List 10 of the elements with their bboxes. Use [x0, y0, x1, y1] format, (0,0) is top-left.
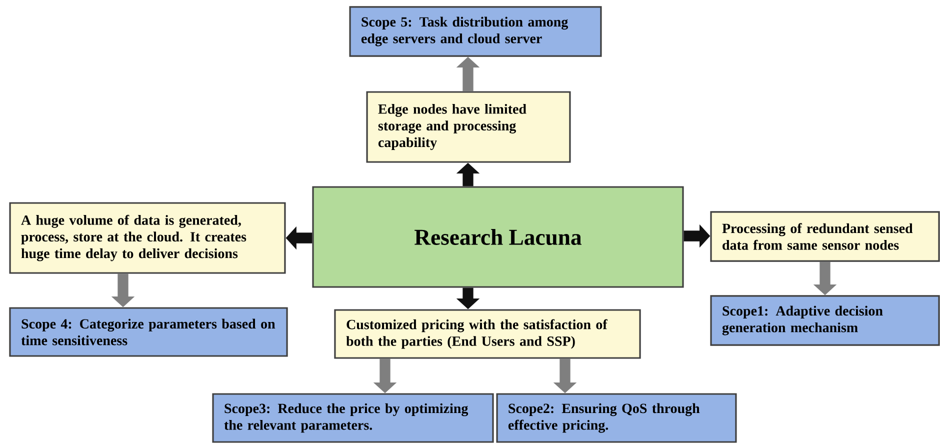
issue-box: Processing of redundant sensed data from same sensor nodes: [710, 211, 940, 262]
scope-box: Scope1: Adaptive decision generation mechanism: [710, 295, 940, 346]
research-box: Research Lacuna: [312, 186, 684, 288]
issue-box: Customized pricing with the satisfaction of both the parties (End Users and SSP): [334, 309, 641, 359]
scope-box: Scope3: Reduce the price by optimizing the relevant parameters.: [212, 393, 494, 443]
scope-box: Scope2: Ensuring QoS through effective pricing.: [496, 393, 737, 443]
scope-box: Scope 4: Categorize parameters based on time sensitiveness: [9, 307, 288, 357]
scope-box: Scope 5: Task distribution among edge servers and cloud server: [349, 6, 602, 57]
issue-box: A huge volume of data is generated, process, store at the cloud. It creates huge time delay to deliver decisions: [9, 202, 286, 274]
issue-box: Edge nodes have limited storage and processing capability: [366, 91, 571, 163]
